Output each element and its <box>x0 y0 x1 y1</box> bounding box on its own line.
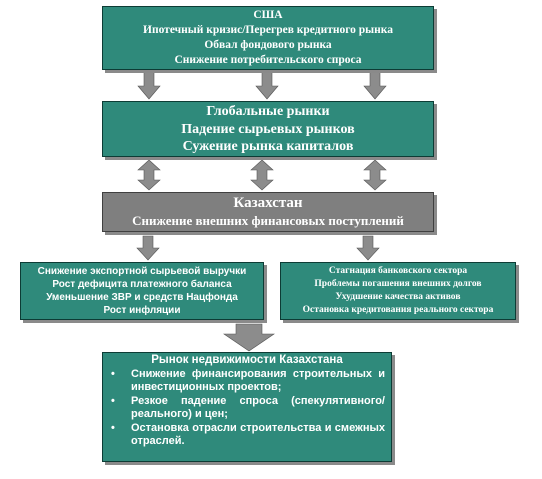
bullet-icon: • <box>111 394 115 407</box>
banking-line-lending: Остановка кредитования реального сектора <box>302 305 494 315</box>
arrow-global-kz-mid <box>250 159 274 191</box>
kazakhstan-subtitle: Снижение внешних финансовых поступлений <box>132 213 404 228</box>
real-estate-list: •Снижение финансирования строительных и … <box>109 368 385 449</box>
banking-factors-box: Стагнация банковского сектора Проблемы п… <box>280 262 516 320</box>
kazakhstan-box: Казахстан Снижение внешних финансовых по… <box>102 192 434 232</box>
bullet-icon: • <box>111 367 115 380</box>
global-line-commodities: Падение сырьевых рынков <box>181 121 355 137</box>
arrow-global-kz-right <box>363 159 387 191</box>
list-item: •Остановка отрасли строительства и смежн… <box>111 421 385 448</box>
real-estate-title: Рынок недвижимости Казахстана <box>151 354 343 366</box>
arrow-usa-to-global-left <box>137 70 161 100</box>
macro-line-inflation: Рост инфляции <box>103 305 181 316</box>
usa-line-demand: Снижение потребительского спроса <box>174 54 362 66</box>
arrow-to-real-estate <box>223 323 275 352</box>
usa-line-mortgage: Ипотечный кризис/Перегрев кредитного рын… <box>143 24 393 36</box>
kazakhstan-title: Казахстан <box>233 195 303 211</box>
global-line-capital: Сужение рынка капиталов <box>182 139 354 154</box>
macro-line-export: Снижение экспортной сырьевой выручки <box>37 266 247 277</box>
macro-line-reserves: Уменьшение ЗВР и средств Нацфонда <box>46 292 238 303</box>
banking-line-debts: Проблемы погашения внешних долгов <box>314 279 482 289</box>
usa-line-stock: Обвал фондового рынка <box>204 39 332 51</box>
arrow-global-kz-left <box>137 159 161 191</box>
real-estate-box: Рынок недвижимости Казахстана •Снижение … <box>102 352 392 462</box>
arrow-usa-to-global-right <box>363 70 387 100</box>
usa-box: США Ипотечный кризис/Перегрев кредитного… <box>102 6 434 70</box>
list-item: •Снижение финансирования строительных и … <box>111 367 385 394</box>
arrow-kz-to-right <box>356 235 380 261</box>
macro-factors-box: Снижение экспортной сырьевой выручки Рос… <box>20 262 264 320</box>
macro-line-balance: Рост дефицита платежного баланса <box>52 279 232 290</box>
list-item: •Резкое падение спроса (спекулятивного/ … <box>111 394 385 421</box>
bullet-icon: • <box>111 421 115 434</box>
banking-line-assets: Ухудшение качества активов <box>335 292 461 302</box>
banking-line-stagnation: Стагнация банковского сектора <box>328 266 468 276</box>
global-title: Глобальные рынки <box>206 104 330 119</box>
arrow-usa-to-global-mid <box>255 70 279 100</box>
arrow-kz-to-left <box>136 235 160 261</box>
usa-title: США <box>253 9 283 21</box>
global-markets-box: Глобальные рынки Падение сырьевых рынков… <box>102 101 434 157</box>
